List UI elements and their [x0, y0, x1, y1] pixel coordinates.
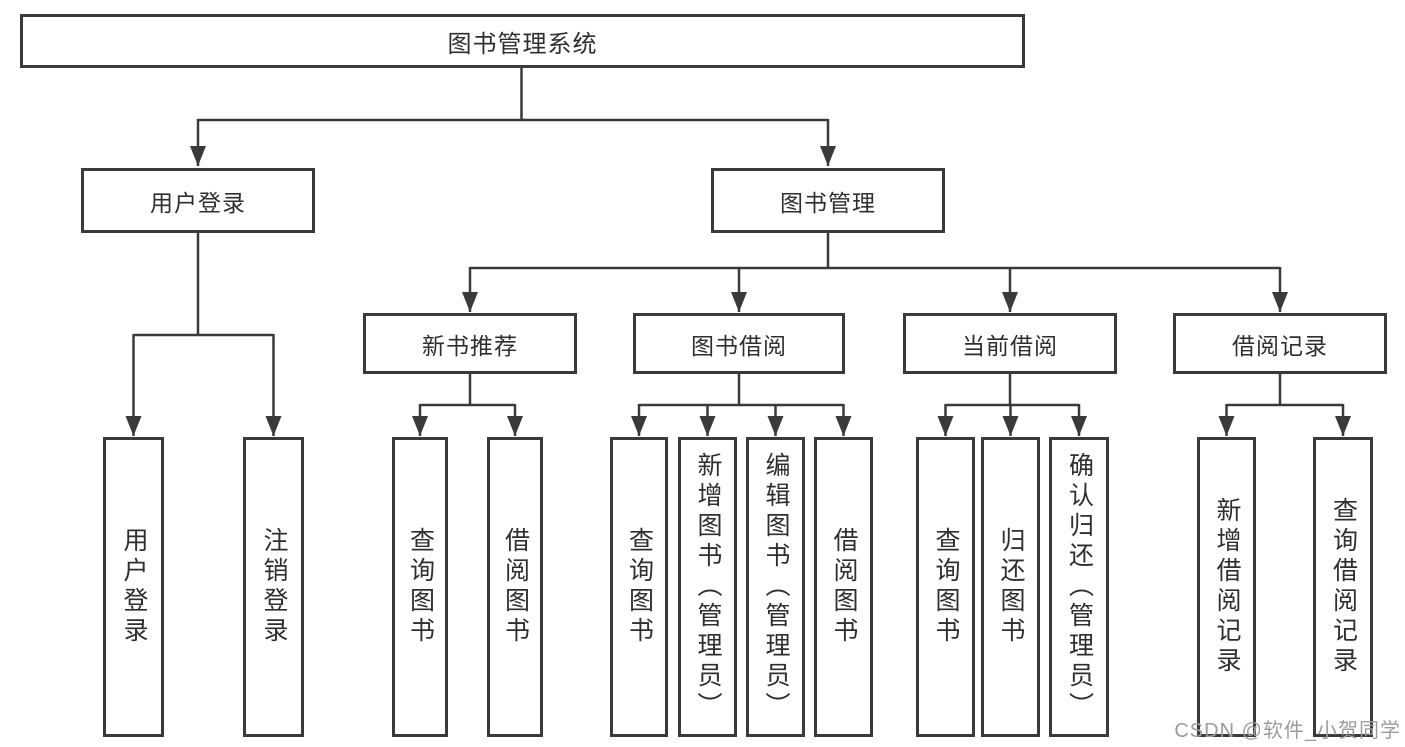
leaf-label: 注销登录 — [260, 527, 288, 647]
leaf-label: 确认归还（管理员） — [1065, 452, 1094, 722]
csdn-watermark: CSDN @软件_小贺同学 — [1174, 720, 1401, 742]
leaf-label: 编辑图书（管理员） — [762, 452, 790, 722]
leaf-current-return: 归还图书 — [981, 437, 1040, 737]
node-new-book-recommend: 新书推荐 — [363, 313, 577, 374]
leaf-borrow-edit-admin: 编辑图书（管理员） — [746, 437, 805, 737]
leaf-newbook-borrow: 借阅图书 — [487, 437, 543, 737]
leaf-borrow-book: 借阅图书 — [814, 437, 873, 737]
node-book-management: 图书管理 — [711, 168, 945, 233]
leaf-label: 新增借阅记录 — [1213, 497, 1241, 677]
leaf-label: 查询图书 — [625, 527, 654, 647]
leaf-borrow-query: 查询图书 — [610, 437, 668, 737]
node-book-borrow: 图书借阅 — [633, 313, 845, 374]
leaf-current-query: 查询图书 — [916, 437, 975, 737]
leaf-label: 查询借阅记录 — [1329, 497, 1358, 677]
node-user-login: 用户登录 — [81, 168, 315, 233]
leaf-label: 查询图书 — [932, 527, 960, 647]
leaf-logout: 注销登录 — [243, 437, 304, 737]
leaf-current-confirm-admin: 确认归还（管理员） — [1049, 437, 1109, 737]
leaf-user-login: 用户登录 — [103, 437, 164, 737]
leaf-label: 用户登录 — [120, 527, 148, 647]
node-borrow-records: 借阅记录 — [1173, 313, 1387, 374]
node-current-borrow: 当前借阅 — [903, 313, 1117, 374]
leaf-borrow-add-admin: 新增图书（管理员） — [678, 437, 737, 737]
node-root-system: 图书管理系统 — [20, 14, 1025, 68]
leaf-label: 借阅图书 — [830, 527, 858, 647]
leaf-record-query: 查询借阅记录 — [1313, 437, 1373, 737]
leaf-label: 借阅图书 — [501, 527, 530, 647]
leaf-record-add: 新增借阅记录 — [1197, 437, 1256, 737]
leaf-label: 归还图书 — [997, 527, 1025, 647]
leaf-newbook-query: 查询图书 — [392, 437, 448, 737]
leaf-label: 查询图书 — [406, 527, 435, 647]
leaf-label: 新增图书（管理员） — [694, 452, 722, 722]
